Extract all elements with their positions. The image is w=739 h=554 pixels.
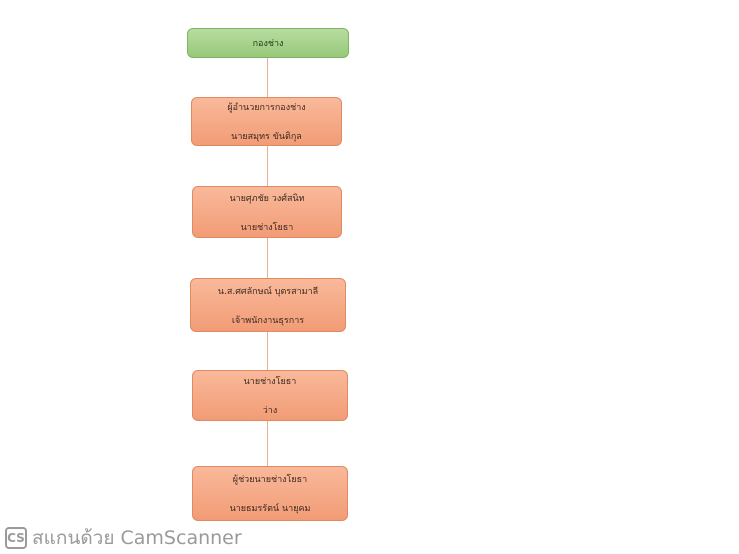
node-admin-officer: น.ส.ศศลักษณ์ บุตรสามาลี เจ้าพนักงานธุรกา… xyxy=(190,278,346,332)
connector-line xyxy=(267,421,268,466)
camscanner-logo-icon: CS xyxy=(5,527,27,549)
node-title: นายช่างโยธา xyxy=(240,222,294,233)
node-division-director: ผู้อำนวยการกองช่าง นายสมุทร ขันติกุล xyxy=(191,97,342,146)
node-assistant-technician: ผู้ช่วยนายช่างโยธา นายธมรรัตน์ นายุคม xyxy=(192,466,348,521)
connector-line xyxy=(267,146,268,186)
node-person: นายศุภชัย วงศ์สนิท xyxy=(229,193,305,204)
root-node-division: กองช่าง xyxy=(187,28,349,58)
node-civil-engineer: นายศุภชัย วงศ์สนิท นายช่างโยธา xyxy=(192,186,342,238)
camscanner-watermark: CS สแกนด้วย CamScanner xyxy=(5,523,242,553)
node-title: นายช่างโยธา xyxy=(243,377,297,387)
node-person: น.ส.ศศลักษณ์ บุตรสามาลี xyxy=(217,286,319,297)
connector-line xyxy=(267,238,268,278)
root-node-label: กองช่าง xyxy=(252,39,284,49)
node-civil-technician: นายช่างโยธา ว่าง xyxy=(192,370,348,421)
node-person: นายธมรรัตน์ นายุคม xyxy=(229,504,311,514)
node-person: นายสมุทร ขันติกุล xyxy=(231,132,302,142)
node-status: ว่าง xyxy=(262,406,278,416)
node-title: ผู้ช่วยนายช่างโยธา xyxy=(232,475,308,485)
node-title: เจ้าพนักงานธุรการ xyxy=(231,315,305,326)
node-title: ผู้อำนวยการกองช่าง xyxy=(227,103,306,113)
watermark-text: สแกนด้วย CamScanner xyxy=(32,527,242,549)
connector-line xyxy=(267,58,268,97)
connector-line xyxy=(267,332,268,370)
